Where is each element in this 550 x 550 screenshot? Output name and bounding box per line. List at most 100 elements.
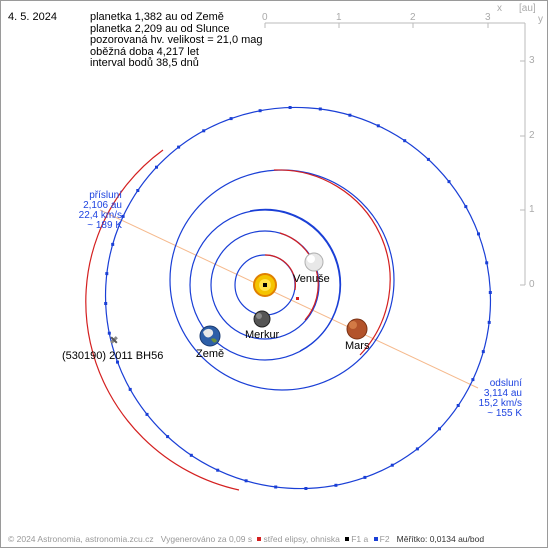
venus-icon	[304, 252, 324, 272]
earth-orbit-arc	[249, 208, 342, 352]
orbit-point	[104, 302, 108, 305]
perihelion-temperature: ~ 189 K	[87, 220, 122, 231]
earth-orbit	[189, 209, 341, 361]
orbit-point	[471, 378, 475, 382]
venus-label: Venuše	[293, 273, 330, 285]
y-tick-label-2: 2	[529, 130, 535, 141]
orbit-point	[485, 261, 489, 265]
mercury-orbit-red	[264, 254, 297, 291]
orbit-point	[216, 468, 220, 472]
orbit-point	[304, 487, 308, 490]
aphelion-title: odsluní	[489, 378, 522, 389]
aphelion-info: odsluní 3,114 au 15,2 km/s ~ 155 K	[470, 379, 522, 419]
orbit-point	[363, 475, 367, 479]
x-axis-label: x	[497, 3, 502, 14]
x-tick-label-2: 2	[410, 12, 416, 23]
apsis-line	[99, 209, 479, 389]
orbit-point	[116, 360, 119, 364]
orbit-point	[488, 291, 492, 294]
info-line-earth-distance: planetka 1,382 au od Země	[90, 11, 224, 23]
earth-label: Země	[196, 348, 225, 360]
orbit-point	[447, 180, 451, 184]
asteroid-label: (530190) 2011 BH56	[62, 350, 164, 362]
orbit-point	[145, 412, 149, 416]
x-tick-label-3: 3	[485, 12, 491, 23]
asteroid-info: planetka 1,382 au od Země planetka 2,209…	[90, 11, 263, 70]
orbit-point	[274, 485, 278, 489]
f1-legend: F1 a	[351, 534, 369, 544]
orbit-point	[438, 427, 441, 431]
y-tick-label-1: 1	[529, 204, 535, 215]
orbit-point	[334, 483, 338, 487]
axes	[264, 22, 526, 286]
mercury-icon	[253, 310, 271, 328]
orbit-point	[348, 113, 352, 117]
mars-label: Mars	[345, 340, 370, 352]
venus-orbit	[210, 230, 320, 340]
perihelion-distance: 2,106 au	[83, 200, 122, 211]
orbit-point	[376, 124, 380, 128]
y-tick-label-3: 3	[529, 55, 535, 66]
aphelion-distance: 3,114 au	[483, 388, 522, 399]
perihelion-title: přísluní	[89, 190, 122, 201]
orbit-point	[318, 107, 322, 111]
x-tick-label-1: 1	[336, 12, 342, 23]
scale-value: : 0,0134 au/bod	[424, 534, 485, 544]
orbit-point	[121, 214, 125, 218]
orbit-point	[456, 404, 460, 407]
orbit-point	[166, 435, 170, 439]
orbit-point	[105, 272, 109, 276]
orbit-point	[464, 205, 468, 209]
earth-icon	[199, 325, 221, 347]
orbit-point	[258, 109, 262, 113]
aphelion-temperature: ~ 155 K	[487, 408, 522, 419]
orbit-point	[487, 320, 491, 324]
orbit-point	[107, 331, 111, 335]
date-label: 4. 5. 2024	[8, 11, 57, 23]
orbit-point	[415, 447, 419, 451]
orbit-point	[426, 157, 430, 161]
ellipse-center-legend: střed elipsy, ohniska	[263, 534, 340, 544]
orbit-point	[229, 117, 233, 121]
orbit-point	[177, 145, 181, 149]
info-line-sun-distance: planetka 2,209 au od Slunce	[90, 22, 230, 35]
info-line-period: oběžná doba 4,217 let	[90, 45, 199, 58]
orbit-point	[403, 139, 407, 143]
mars-orbit-red	[273, 169, 391, 356]
sun-icon	[253, 273, 277, 297]
x-tick-label-0: 0	[262, 12, 268, 23]
asteroid-orbit-lower	[85, 149, 240, 491]
orbit-point	[481, 350, 485, 354]
orbit-point	[111, 242, 115, 246]
orbit-point	[189, 453, 193, 457]
orbit-point-markers	[104, 106, 492, 490]
orbit-point	[244, 479, 248, 483]
footer: © 2024 Astronomia, astronomia.zcu.cz Vyg…	[8, 534, 484, 544]
mars-icon	[346, 318, 368, 340]
f2-legend: F2	[379, 534, 390, 544]
info-line-interval: interval bodů 38,5 dnů	[90, 57, 199, 69]
info-line-magnitude: pozorovaná hv. velikost = 21,0 mag	[90, 34, 263, 46]
ellipse-center-swatch	[257, 537, 262, 542]
scale-label: Měřítko	[396, 534, 425, 544]
generated-text: Vygenerováno za 0,09 s	[160, 534, 253, 544]
asteroid-icon	[110, 336, 118, 344]
y-tick-label-0: 0	[529, 279, 535, 290]
aphelion-speed: 15,2 km/s	[478, 398, 522, 409]
f1-swatch	[345, 537, 350, 542]
y-axis-label: y	[538, 14, 543, 25]
copyright-text: © 2024 Astronomia, astronomia.zcu.cz	[8, 534, 154, 544]
orbit-point	[202, 129, 206, 133]
orbit-point	[155, 165, 158, 169]
mercury-label: Merkur	[245, 329, 280, 341]
perihelion-info: přísluní 2,106 au 22,4 km/s ~ 189 K	[60, 191, 122, 231]
orbit-point	[390, 463, 394, 467]
axis-unit-label: [au]	[519, 3, 536, 14]
orbit-point	[477, 232, 480, 236]
orbit-point	[288, 106, 292, 109]
ellipse-center-marker	[296, 297, 299, 300]
orbit-point	[128, 387, 132, 391]
perihelion-speed: 22,4 km/s	[78, 210, 122, 221]
